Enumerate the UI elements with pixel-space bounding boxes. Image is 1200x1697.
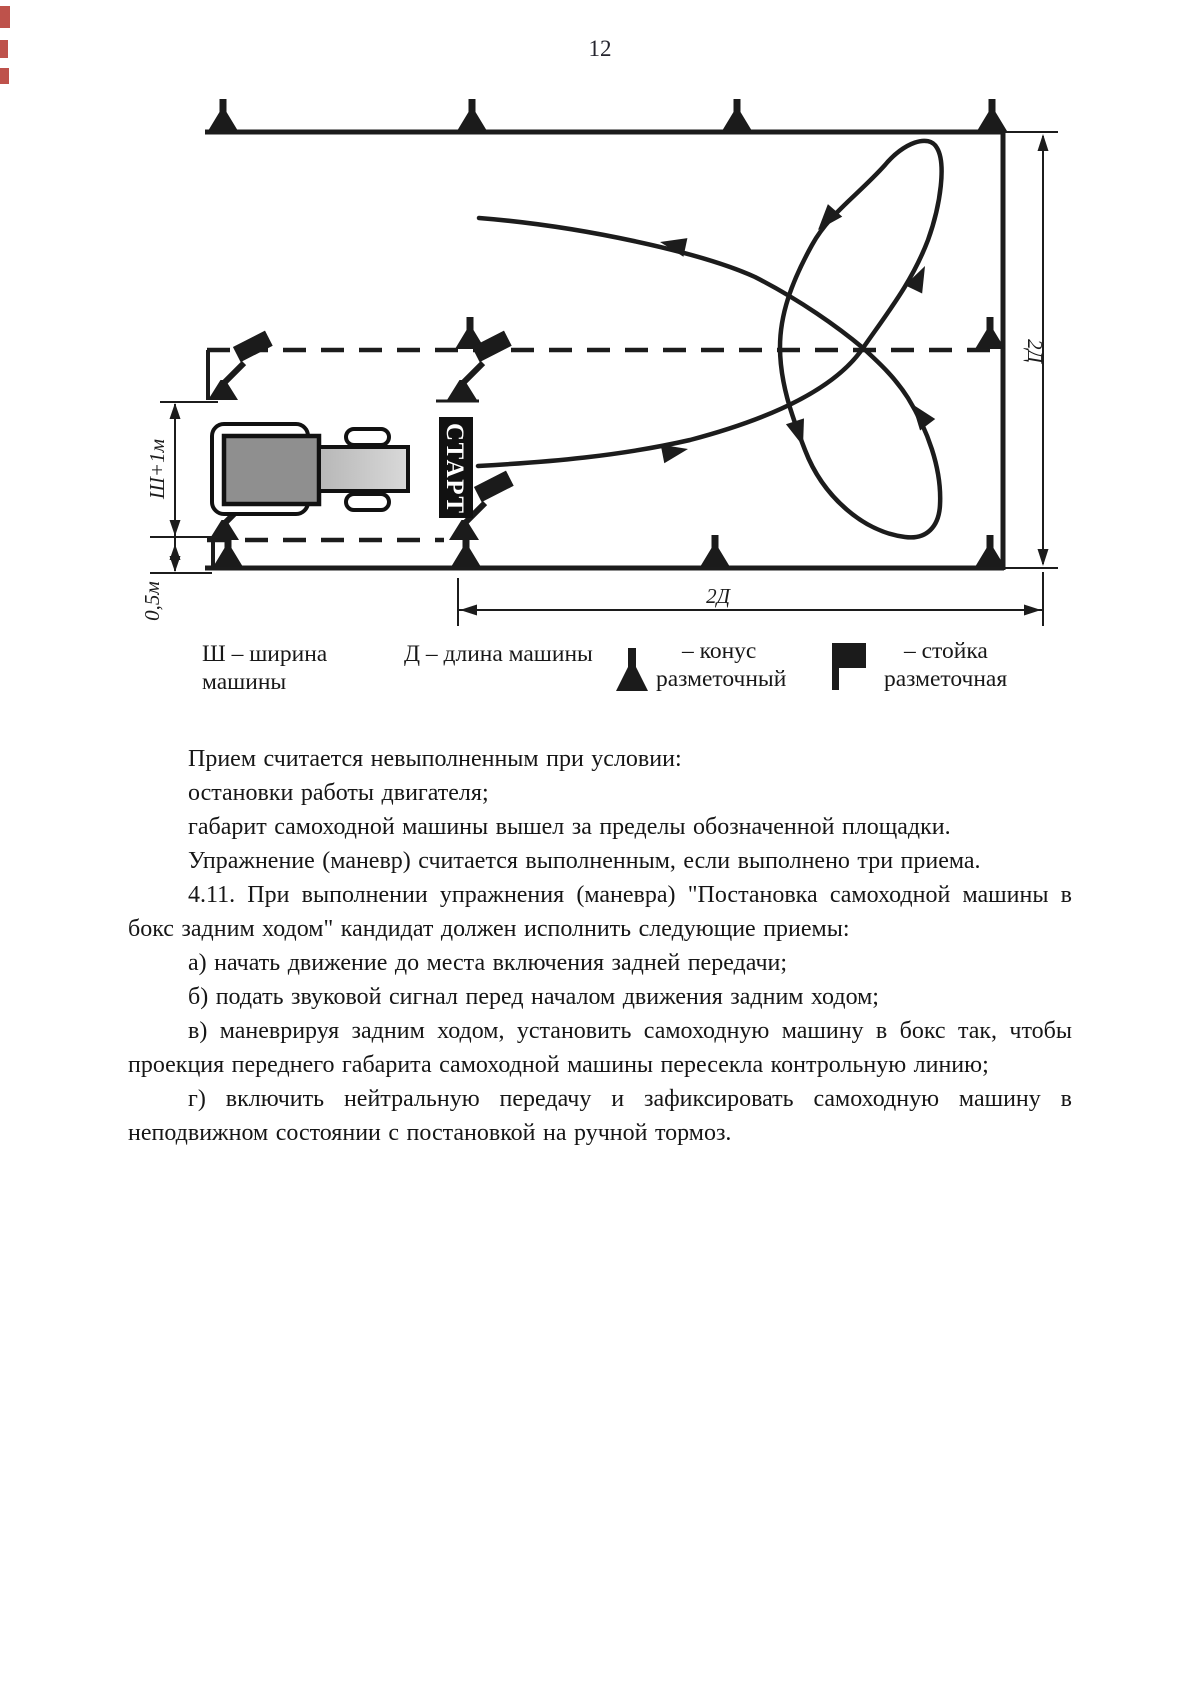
marking-cones xyxy=(208,99,1007,567)
dimension-2d-vertical xyxy=(1005,131,1058,569)
page-number: 12 xyxy=(588,36,612,61)
paragraph: а) начать движение до места включения за… xyxy=(188,950,788,976)
direction-arrow-icon xyxy=(785,418,805,446)
paragraph: остановки работы двигателя; xyxy=(188,780,489,806)
exercise-diagram: СТАРТ Ш+1м 0,5м 2Д 2Д xyxy=(140,99,1058,691)
scan-artifact xyxy=(0,6,10,28)
paragraph: в) маневрируя задним ходом, установить с… xyxy=(128,1018,1072,1078)
tractor-hood xyxy=(317,445,410,493)
paragraph: г) включить нейтральную передачу и зафик… xyxy=(128,1086,1072,1146)
scan-artifact xyxy=(0,40,8,58)
dim-label-2d-vertical: 2Д xyxy=(1023,339,1047,365)
legend-length: Д – длина машины xyxy=(404,640,593,668)
paragraph: б) подать звуковой сигнал перед началом … xyxy=(188,984,879,1010)
legend-length-line1: Д – длина машины xyxy=(404,641,593,667)
legend-stand-icon xyxy=(832,643,866,690)
direction-arrow-icon xyxy=(818,204,843,230)
dimension-width xyxy=(150,401,218,574)
legend-cone-line1: – конус xyxy=(682,638,757,664)
legend-width-line2: машины xyxy=(202,669,287,695)
legend-width: Ш – ширина машины xyxy=(202,640,327,696)
dim-label-2d-horizontal: 2Д xyxy=(706,584,732,608)
tractor-front-wheel xyxy=(344,427,391,447)
legend-stand-line1: – стойка xyxy=(904,638,988,664)
start-sign-label: СТАРТ xyxy=(441,423,468,515)
direction-arrow-icon xyxy=(660,238,688,257)
cone-icon xyxy=(457,99,487,131)
paragraph: габарит самоходной машины вышел за преде… xyxy=(188,814,951,840)
start-sign: СТАРТ xyxy=(439,417,473,518)
legend-cone: – конус разметочный xyxy=(656,637,786,693)
direction-arrow-icon xyxy=(905,266,925,294)
cone-icon xyxy=(700,535,730,567)
legend-stand-line2: разметочная xyxy=(884,666,1008,692)
dim-label-width: Ш+1м xyxy=(145,439,169,500)
legend-cone-line2: разметочный xyxy=(656,666,787,692)
cone-icon xyxy=(722,99,752,131)
legend-stand: – стойка разметочная xyxy=(884,637,1007,693)
document-body: Прием считается невыполненным при услови… xyxy=(128,742,1072,1150)
cone-icon xyxy=(208,99,238,131)
trajectory-path xyxy=(475,138,944,540)
flag-stand-icon xyxy=(208,331,273,400)
dim-label-offset: 0,5м xyxy=(140,581,164,621)
legend-symbols xyxy=(616,643,866,691)
direction-arrow-icon xyxy=(660,444,688,464)
site-boundary xyxy=(205,129,1006,571)
cone-icon xyxy=(977,99,1007,131)
tractor-front-wheel xyxy=(344,492,391,512)
tractor-rear-body xyxy=(221,433,322,507)
legend-width-line1: Ш – ширина xyxy=(202,641,328,667)
dimension-2d-horizontal xyxy=(457,572,1044,626)
paragraph: Прием считается невыполненным при услови… xyxy=(188,746,682,772)
direction-arrow-icon xyxy=(912,404,936,431)
paragraph: 4.11. При выполнении упражнения (маневра… xyxy=(128,882,1072,942)
scan-artifact xyxy=(0,68,9,84)
legend-cone-icon xyxy=(616,648,648,691)
paragraph: Упражнение (маневр) считается выполненны… xyxy=(188,848,981,874)
tractor xyxy=(210,422,410,516)
